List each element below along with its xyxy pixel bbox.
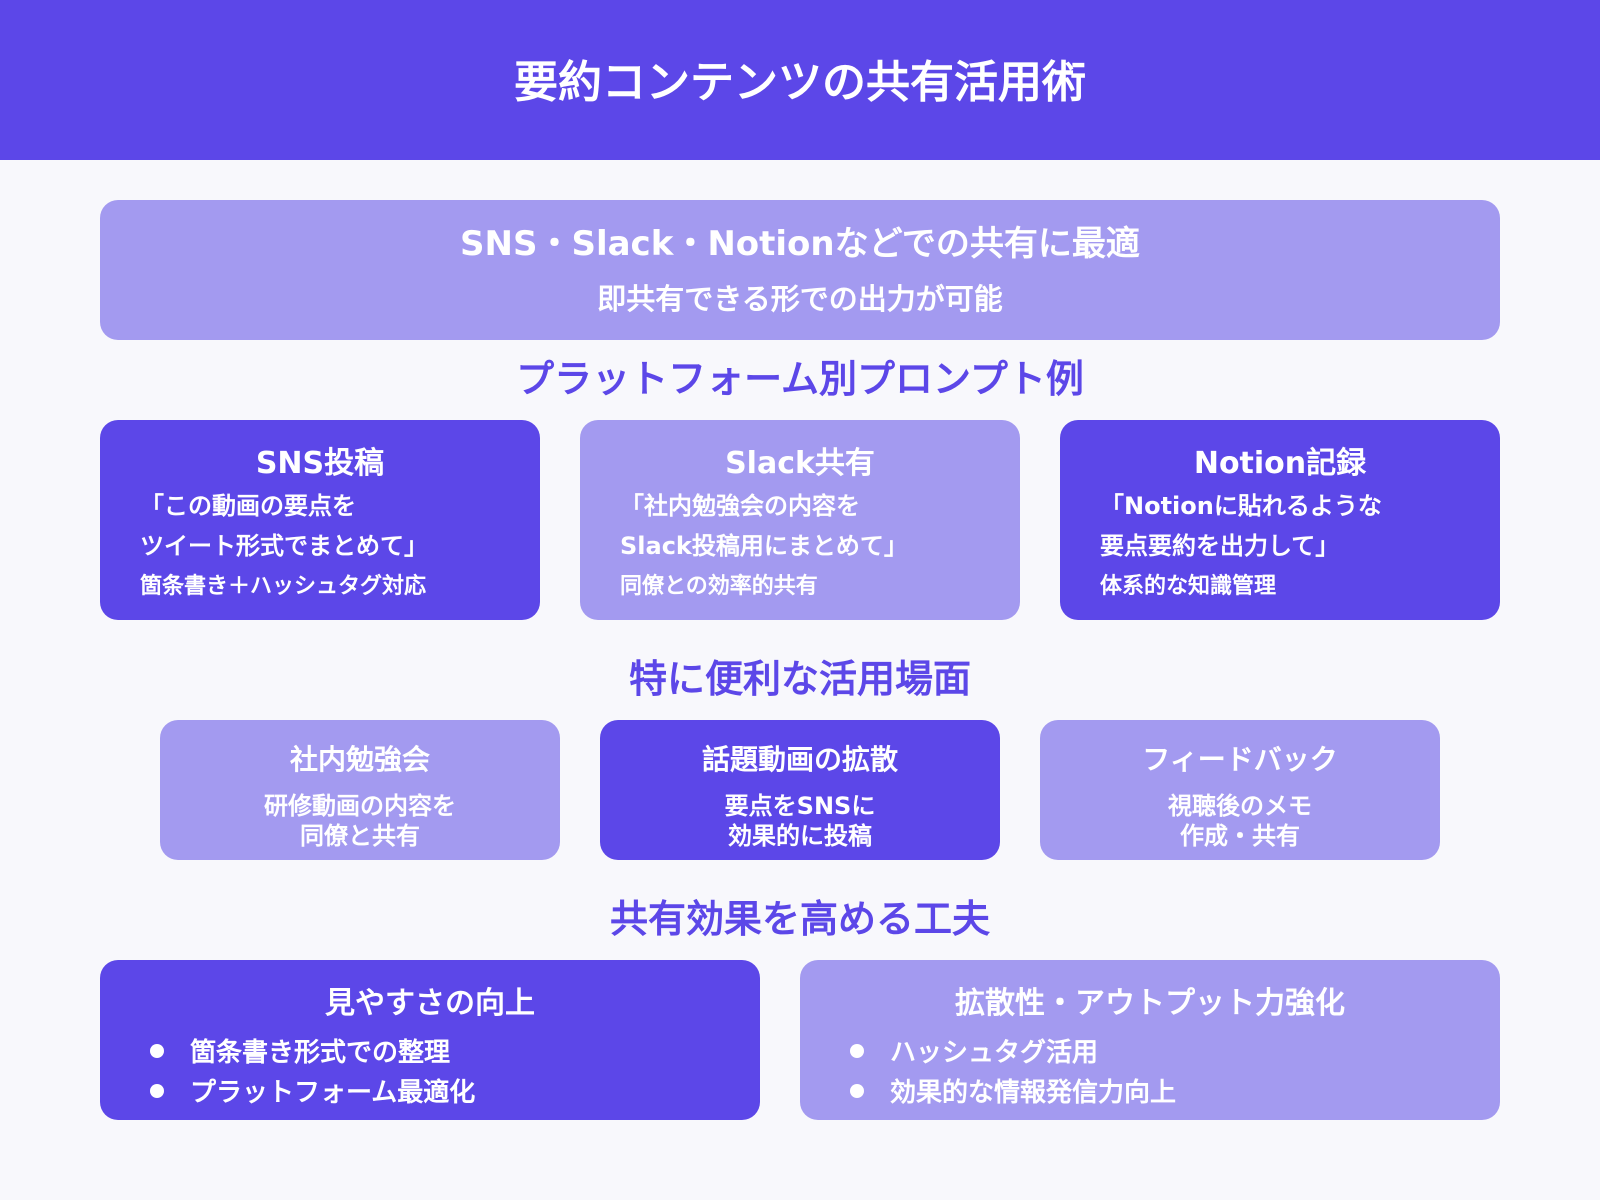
scene-card-title: 話題動画の拡散 bbox=[701, 743, 898, 776]
scene-card-desc: 要点をSNSに bbox=[724, 792, 876, 820]
tip-card-reach: 拡散性・アウトプット力強化 ハッシュタグ活用 効果的な情報発信力向上 bbox=[800, 960, 1500, 1120]
tip-card-title: 拡散性・アウトプット力強化 bbox=[955, 986, 1345, 1021]
tip-bullet-item: ハッシュタグ活用 bbox=[850, 1032, 1098, 1069]
page-title: 要約コンテンツの共有活用術 bbox=[514, 57, 1086, 108]
platform-note: 同僚との効率的共有 bbox=[620, 574, 818, 599]
summary-banner: SNS・Slack・Notionなどでの共有に最適 即共有できる形での出力が可能 bbox=[100, 200, 1500, 340]
platform-prompt-line: ツイート形式でまとめて」 bbox=[140, 532, 428, 560]
section-title-tips: 共有効果を高める工夫 bbox=[609, 897, 990, 941]
scene-card-title: フィードバック bbox=[1142, 743, 1338, 776]
tip-bullet-item: 箇条書き形式での整理 bbox=[150, 1032, 450, 1069]
platform-card-title: Slack共有 bbox=[725, 446, 875, 481]
tip-bullet-item: 効果的な情報発信力向上 bbox=[850, 1072, 1176, 1109]
section-title-platforms: プラットフォーム別プロンプト例 bbox=[516, 357, 1084, 401]
platform-card-title: SNS投稿 bbox=[255, 446, 385, 481]
scene-card-study-session: 社内勉強会 研修動画の内容を 同僚と共有 bbox=[160, 720, 560, 860]
scene-card-viral-video: 話題動画の拡散 要点をSNSに 効果的に投稿 bbox=[600, 720, 1000, 860]
tip-bullet-item: プラットフォーム最適化 bbox=[150, 1072, 475, 1109]
platform-prompt-line: 「Notionに貼れるような bbox=[1100, 492, 1382, 520]
platform-note: 箇条書き＋ハッシュタグ対応 bbox=[140, 574, 427, 599]
banner-headline: SNS・Slack・Notionなどでの共有に最適 bbox=[460, 224, 1140, 264]
scene-card-desc: 研修動画の内容を bbox=[264, 792, 456, 820]
header-bar: 要約コンテンツの共有活用術 bbox=[0, 0, 1600, 160]
bullet-dot-icon bbox=[150, 1083, 164, 1098]
platform-card-title: Notion記録 bbox=[1193, 446, 1367, 481]
tip-bullet-text: 効果的な情報発信力向上 bbox=[890, 1078, 1177, 1108]
tip-card-readability: 見やすさの向上 箇条書き形式での整理 プラットフォーム最適化 bbox=[100, 960, 760, 1120]
scene-card-desc: 作成・共有 bbox=[1180, 822, 1300, 850]
tip-bullet-text: ハッシュタグ活用 bbox=[890, 1038, 1099, 1068]
platform-card-slack: Slack共有 「社内勉強会の内容を Slack投稿用にまとめて」 同僚との効率… bbox=[580, 420, 1020, 620]
platform-note: 体系的な知識管理 bbox=[1100, 574, 1277, 599]
bullet-dot-icon bbox=[150, 1043, 164, 1058]
banner-subline: 即共有できる形での出力が可能 bbox=[597, 282, 1003, 316]
scene-card-title: 社内勉強会 bbox=[289, 743, 430, 776]
section-title-scenes: 特に便利な活用場面 bbox=[628, 657, 971, 701]
platform-prompt-line: 「社内勉強会の内容を bbox=[620, 492, 860, 520]
tip-bullet-text: 箇条書き形式での整理 bbox=[190, 1038, 451, 1068]
platform-prompt-line: 要点要約を出力して」 bbox=[1100, 532, 1340, 560]
scene-card-desc: 同僚と共有 bbox=[300, 822, 420, 850]
bullet-dot-icon bbox=[850, 1083, 864, 1098]
platform-card-notion: Notion記録 「Notionに貼れるような 要点要約を出力して」 体系的な知… bbox=[1060, 420, 1500, 620]
platform-prompt-line: Slack投稿用にまとめて」 bbox=[620, 532, 908, 560]
tip-card-title: 見やすさの向上 bbox=[325, 986, 535, 1021]
scene-card-desc: 効果的に投稿 bbox=[728, 822, 872, 850]
platform-prompt-line: 「この動画の要点を bbox=[140, 492, 356, 520]
bullet-dot-icon bbox=[850, 1043, 864, 1058]
scene-card-desc: 視聴後のメモ bbox=[1168, 792, 1312, 820]
tip-bullet-text: プラットフォーム最適化 bbox=[190, 1078, 476, 1108]
scene-card-feedback: フィードバック 視聴後のメモ 作成・共有 bbox=[1040, 720, 1440, 860]
platform-card-sns: SNS投稿 「この動画の要点を ツイート形式でまとめて」 箇条書き＋ハッシュタグ… bbox=[100, 420, 540, 620]
